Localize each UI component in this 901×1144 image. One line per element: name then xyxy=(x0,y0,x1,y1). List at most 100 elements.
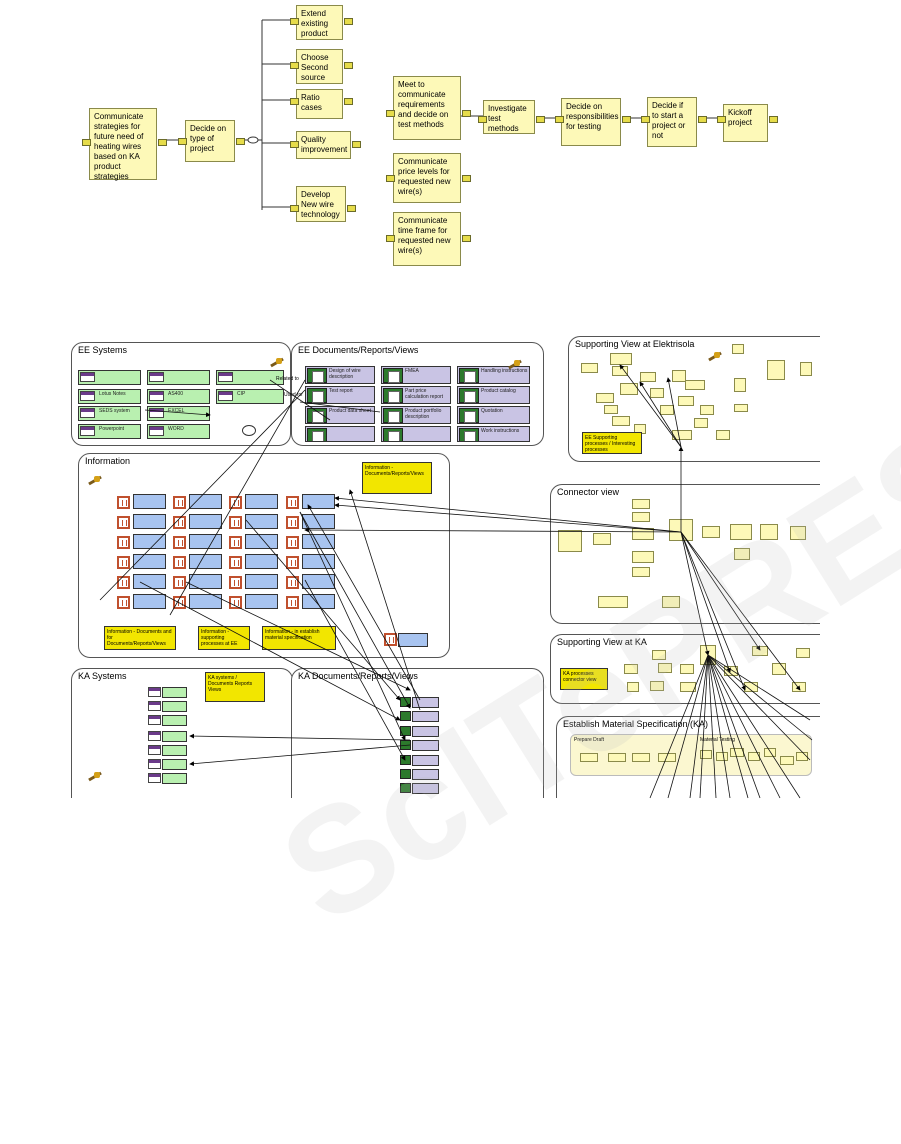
information-item[interactable] xyxy=(189,494,222,509)
information-item[interactable] xyxy=(302,554,335,569)
spec-box[interactable] xyxy=(716,752,728,761)
ka-process-box[interactable] xyxy=(796,648,810,658)
ee-doc-item[interactable]: Handling instructions xyxy=(457,366,530,384)
ka-doc-item[interactable] xyxy=(412,711,439,722)
option-box[interactable]: Develop New wire technology xyxy=(296,186,346,222)
ka-doc-item[interactable] xyxy=(412,726,439,737)
responsibilities-box[interactable]: Decide on responsibilities for testing xyxy=(561,98,621,146)
ee-system-item[interactable]: SEDS system xyxy=(78,406,141,421)
information-item[interactable] xyxy=(133,534,166,549)
price-box[interactable]: Communicate price levels for requested n… xyxy=(393,153,461,203)
information-item[interactable] xyxy=(398,633,428,647)
start-process-box[interactable]: Communicate strategies for future need o… xyxy=(89,108,157,181)
connector-box[interactable] xyxy=(632,512,650,522)
information-item[interactable] xyxy=(133,574,166,589)
ka-process-box[interactable] xyxy=(680,682,696,692)
info-note[interactable]: Information - Documents/Reports/Views xyxy=(362,462,432,494)
information-item[interactable] xyxy=(133,514,166,529)
connector-box[interactable] xyxy=(598,596,628,608)
ka-process-box[interactable] xyxy=(652,650,666,660)
spec-box[interactable] xyxy=(608,753,626,762)
option-box[interactable]: Ratio cases xyxy=(296,89,343,119)
ee-system-item[interactable]: AS400 xyxy=(147,389,210,404)
connector-box[interactable] xyxy=(702,526,720,538)
connector-box[interactable] xyxy=(632,499,650,509)
ka-doc-item[interactable] xyxy=(412,740,439,751)
start-project-box[interactable]: Decide if to start a project or not xyxy=(647,97,697,147)
ee-doc-item[interactable]: Quotation xyxy=(457,406,530,424)
ee-system-item[interactable] xyxy=(78,370,141,385)
meet-box[interactable]: Meet to communicate requirements and dec… xyxy=(393,76,461,140)
ka-process-box[interactable] xyxy=(658,663,672,673)
process-box[interactable] xyxy=(581,363,598,373)
ka-process-box[interactable] xyxy=(650,681,664,691)
process-box[interactable] xyxy=(767,360,785,380)
connector-box[interactable] xyxy=(558,530,582,552)
information-item[interactable] xyxy=(245,594,278,609)
information-item[interactable] xyxy=(245,494,278,509)
ka-system-item[interactable] xyxy=(162,759,187,770)
timeframe-box[interactable]: Communicate time frame for requested new… xyxy=(393,212,461,266)
spec-box[interactable] xyxy=(658,753,676,762)
information-item[interactable] xyxy=(245,574,278,589)
ee-doc-item[interactable] xyxy=(381,426,451,442)
information-item[interactable] xyxy=(189,534,222,549)
connector-box[interactable] xyxy=(790,526,806,540)
info-note[interactable]: Information - in establish material spec… xyxy=(262,626,336,650)
information-item[interactable] xyxy=(133,494,166,509)
spec-box[interactable] xyxy=(700,750,712,759)
process-box[interactable] xyxy=(672,370,686,382)
spec-box[interactable] xyxy=(796,752,808,761)
information-item[interactable] xyxy=(302,594,335,609)
ee-doc-item[interactable]: Product data sheet xyxy=(305,406,375,424)
ka-doc-item[interactable] xyxy=(412,769,439,780)
connector-box[interactable] xyxy=(632,551,654,563)
ee-doc-item[interactable]: Part price calculation report xyxy=(381,386,451,404)
spec-box[interactable] xyxy=(780,756,794,765)
investigate-box[interactable]: Investigate test methods xyxy=(483,100,535,134)
process-box[interactable] xyxy=(685,380,705,390)
ka-system-item[interactable] xyxy=(162,715,187,726)
connector-box[interactable] xyxy=(734,548,750,560)
ee-system-item[interactable]: Lotus Notes xyxy=(78,389,141,404)
info-note[interactable]: Information - Documents and for Document… xyxy=(104,626,176,650)
ee-system-item[interactable] xyxy=(216,370,284,385)
ka-process-box[interactable] xyxy=(772,663,786,675)
ee-system-item[interactable]: CIP xyxy=(216,389,284,404)
ee-system-item[interactable]: EXCEL xyxy=(147,406,210,421)
ee-doc-item[interactable] xyxy=(305,426,375,442)
information-item[interactable] xyxy=(189,514,222,529)
ee-doc-item[interactable]: Product catalog xyxy=(457,386,530,404)
process-box[interactable] xyxy=(640,372,656,382)
information-item[interactable] xyxy=(189,594,222,609)
connector-panel[interactable]: Connector view xyxy=(550,484,820,624)
process-box[interactable] xyxy=(612,416,630,426)
supporting-ee-note[interactable]: EE Supporting processes / Interesting pr… xyxy=(582,432,642,454)
spec-box[interactable] xyxy=(580,753,598,762)
ee-system-item[interactable]: Powerpoint xyxy=(78,424,141,439)
ka-system-item[interactable] xyxy=(162,687,187,698)
information-item[interactable] xyxy=(245,554,278,569)
ka-system-item[interactable] xyxy=(162,701,187,712)
information-item[interactable] xyxy=(189,554,222,569)
option-box[interactable]: Choose Second source xyxy=(296,49,343,84)
ka-system-item[interactable] xyxy=(162,773,187,784)
process-box[interactable] xyxy=(700,405,714,415)
supporting-ka-note[interactable]: KA processes connector view xyxy=(560,668,608,690)
kickoff-box[interactable]: Kickoff project xyxy=(723,104,768,142)
information-item[interactable] xyxy=(245,514,278,529)
connector-box[interactable] xyxy=(593,533,611,545)
ka-system-item[interactable] xyxy=(162,745,187,756)
connector-box[interactable] xyxy=(662,596,680,608)
process-box[interactable] xyxy=(650,388,664,398)
process-box[interactable] xyxy=(732,344,744,354)
connector-box[interactable] xyxy=(760,524,778,540)
decide-type-box[interactable]: Decide on type of project xyxy=(185,120,235,162)
info-note[interactable]: Information - supporting processes at EE xyxy=(198,626,250,650)
process-box[interactable] xyxy=(596,393,614,403)
ee-doc-item[interactable]: Design of wire description xyxy=(305,366,375,384)
ka-note[interactable]: KA systems / Documents Reports Views xyxy=(205,672,265,702)
ka-system-item[interactable] xyxy=(162,731,187,742)
process-box[interactable] xyxy=(734,404,748,412)
process-box[interactable] xyxy=(678,396,694,406)
